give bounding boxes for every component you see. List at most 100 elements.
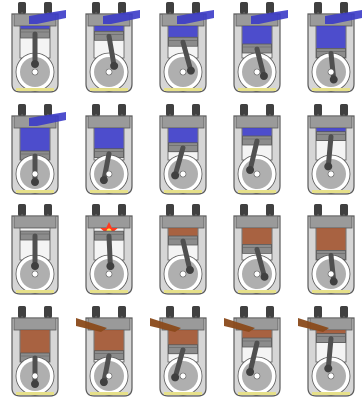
oil-pan bbox=[238, 290, 276, 293]
crank-pin bbox=[31, 380, 39, 388]
crank-pin bbox=[171, 171, 179, 179]
crankshaft-center bbox=[32, 373, 38, 379]
cylinder-head bbox=[310, 116, 352, 128]
crankshaft-center bbox=[254, 171, 260, 177]
oil-pan bbox=[164, 190, 202, 193]
engine-frame-r3-c1 bbox=[12, 204, 58, 294]
cylinder-head bbox=[88, 116, 130, 128]
crankshaft-center bbox=[180, 171, 186, 177]
connecting-rod bbox=[109, 236, 110, 266]
oil-pan bbox=[238, 190, 276, 193]
crankshaft-center bbox=[328, 373, 334, 379]
intake-charge bbox=[243, 128, 272, 136]
cylinder-head bbox=[14, 216, 56, 228]
oil-pan bbox=[238, 88, 276, 91]
engine-frame-r4-c1 bbox=[12, 306, 58, 396]
combustion-gas bbox=[243, 228, 272, 244]
intake-charge bbox=[21, 128, 50, 151]
oil-pan bbox=[312, 392, 350, 395]
intake-charge bbox=[169, 128, 198, 143]
crank-pin bbox=[330, 76, 338, 84]
combustion-gas bbox=[169, 330, 198, 345]
oil-pan bbox=[90, 88, 128, 91]
engine-frame-r4-c3 bbox=[150, 306, 206, 396]
crank-pin bbox=[187, 67, 195, 75]
crankshaft-center bbox=[328, 171, 334, 177]
oil-pan bbox=[16, 190, 54, 193]
engine-frame-r3-c5 bbox=[308, 204, 354, 294]
engine-frame-r2-c3 bbox=[160, 104, 206, 194]
crankshaft-center bbox=[180, 373, 186, 379]
crank-pin bbox=[246, 166, 254, 174]
crankshaft-center bbox=[254, 373, 260, 379]
crankshaft-center bbox=[254, 69, 260, 75]
intake-charge bbox=[95, 128, 124, 149]
connecting-rod bbox=[328, 137, 331, 167]
intake-charge bbox=[317, 26, 346, 48]
engine-frame-r2-c4 bbox=[234, 104, 280, 194]
oil-pan bbox=[90, 392, 128, 395]
crankshaft-center bbox=[32, 271, 38, 277]
oil-pan bbox=[312, 88, 350, 91]
intake-charge bbox=[21, 26, 50, 29]
oil-pan bbox=[164, 88, 202, 91]
engine-frame-r2-c2 bbox=[86, 104, 132, 194]
engine-frame-r1-c1 bbox=[12, 2, 66, 92]
crank-pin bbox=[186, 266, 194, 274]
engine-frame-r4-c5 bbox=[298, 306, 354, 396]
crankshaft-center bbox=[328, 271, 334, 277]
engine-frame-r4-c4 bbox=[224, 306, 280, 396]
oil-pan bbox=[312, 190, 350, 193]
crankshaft-center bbox=[180, 271, 186, 277]
intake-charge bbox=[243, 26, 272, 44]
engine-frame-r1-c3 bbox=[160, 2, 214, 92]
engine-frame-r4-c2 bbox=[76, 306, 132, 396]
oil-pan bbox=[16, 392, 54, 395]
crank-pin bbox=[100, 176, 108, 184]
oil-pan bbox=[312, 290, 350, 293]
crankshaft-center bbox=[32, 171, 38, 177]
crank-pin bbox=[261, 273, 269, 281]
crank-pin bbox=[324, 162, 332, 170]
oil-pan bbox=[16, 88, 54, 91]
combustion-gas bbox=[95, 330, 124, 351]
engine-frame-r1-c4 bbox=[234, 2, 288, 92]
crank-pin bbox=[31, 262, 39, 270]
crank-pin bbox=[171, 373, 179, 381]
crankshaft-center bbox=[254, 271, 260, 277]
intake-charge bbox=[169, 26, 198, 37]
engine-frame-r2-c5 bbox=[308, 104, 354, 194]
oil-pan bbox=[90, 290, 128, 293]
cylinder-head bbox=[14, 318, 56, 330]
crank-pin bbox=[330, 278, 338, 286]
crank-pin bbox=[260, 72, 268, 80]
crankshaft-center bbox=[32, 69, 38, 75]
cylinder-head bbox=[310, 216, 352, 228]
crank-pin bbox=[31, 60, 39, 68]
cylinder-head bbox=[162, 216, 204, 228]
intake-charge bbox=[317, 128, 346, 132]
combustion-gas bbox=[21, 330, 50, 353]
crankshaft-center bbox=[106, 171, 112, 177]
cylinder-head bbox=[162, 116, 204, 128]
crankshaft-center bbox=[106, 271, 112, 277]
crank-pin bbox=[246, 368, 254, 376]
cylinder-head bbox=[236, 216, 278, 228]
engine-frame-r2-c1 bbox=[12, 104, 66, 194]
combustion-gas bbox=[317, 228, 346, 250]
oil-pan bbox=[238, 392, 276, 395]
oil-pan bbox=[16, 290, 54, 293]
cylinder-head bbox=[236, 116, 278, 128]
crank-pin bbox=[110, 62, 118, 70]
engine-frame-r3-c3 bbox=[160, 204, 206, 294]
oil-pan bbox=[164, 290, 202, 293]
connecting-rod bbox=[328, 339, 331, 369]
oil-pan bbox=[164, 392, 202, 395]
engine-frame-r1-c2 bbox=[86, 2, 140, 92]
crank-pin bbox=[106, 262, 114, 270]
crankshaft-center bbox=[106, 373, 112, 379]
crank-pin bbox=[324, 364, 332, 372]
crankshaft-center bbox=[180, 69, 186, 75]
intake-charge bbox=[95, 26, 124, 31]
